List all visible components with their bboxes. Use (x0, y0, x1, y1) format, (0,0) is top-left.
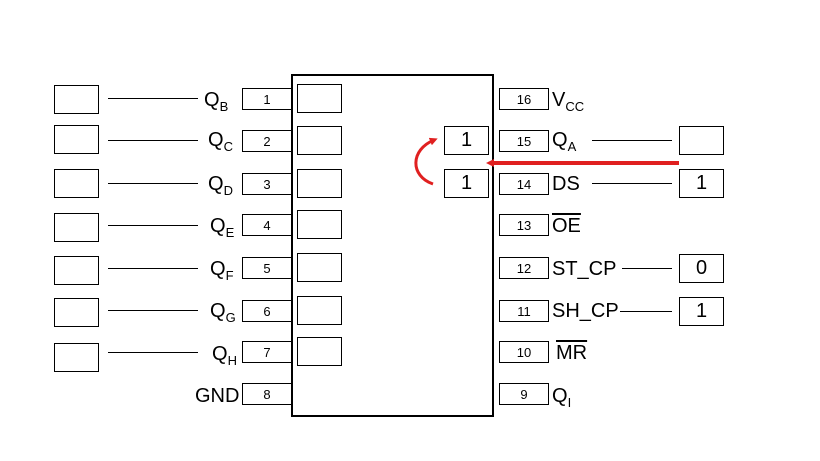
pin-label-gnd: GND (195, 385, 240, 407)
pin-label-vcc: VCC (552, 89, 585, 114)
pin-label-oe: OE (552, 215, 581, 237)
pin-number-10: 10 (499, 341, 549, 363)
pin-number-15: 15 (499, 130, 549, 152)
pin-label-qd: QD (208, 173, 233, 198)
pin-label-qb: QB (204, 89, 229, 114)
output-box-qa (679, 126, 724, 155)
ic-chip-body (291, 74, 494, 417)
pin-number-11: 11 (499, 300, 549, 322)
register-cell-ds: 1 (444, 169, 489, 198)
wire-st-cp (622, 268, 672, 269)
register-cell-qg (297, 296, 342, 325)
pin-number-7: 7 (242, 341, 292, 363)
pin-label-ds: DS (552, 173, 580, 195)
input-box-ds: 1 (679, 169, 724, 198)
wire-ds (592, 183, 672, 184)
pin-number-5: 5 (242, 257, 292, 279)
output-box-qd (54, 169, 99, 198)
wire-qg (108, 310, 198, 311)
register-cell-qe (297, 210, 342, 239)
pin-label-sh-cp: SH_CP (552, 300, 619, 322)
register-cell-qa: 1 (444, 126, 489, 155)
pin-number-6: 6 (242, 300, 292, 322)
pin-label-qg: QG (210, 300, 236, 325)
pin-label-qc: QC (208, 129, 233, 154)
output-box-qc (54, 125, 99, 154)
pin-number-4: 4 (242, 214, 292, 236)
output-box-qg (54, 298, 99, 327)
pin-number-3: 3 (242, 173, 292, 195)
output-box-qb (54, 85, 99, 114)
wire-qe (108, 225, 198, 226)
shift-arrow (414, 137, 438, 186)
pin-label-mr: MR (556, 342, 588, 364)
pin-number-2: 2 (242, 130, 292, 152)
pin-number-16: 16 (499, 88, 549, 110)
pin-label-qh: QH (212, 343, 237, 368)
wire-qf (108, 268, 198, 269)
register-cell-qh (297, 337, 342, 366)
pin-number-13: 13 (499, 214, 549, 236)
wire-sh-cp (620, 311, 672, 312)
pin-label-qf: QF (210, 258, 234, 283)
input-box-st-cp: 0 (679, 254, 724, 283)
register-cell-qd (297, 169, 342, 198)
pin-number-1: 1 (242, 88, 292, 110)
register-cell-qf (297, 253, 342, 282)
output-box-qh (54, 343, 99, 372)
wire-qh (108, 352, 198, 353)
pin-number-12: 12 (499, 257, 549, 279)
pin-number-8: 8 (242, 383, 292, 405)
pin-label-qa: QA (552, 129, 577, 154)
output-box-qe (54, 213, 99, 242)
pin-number-9: 9 (499, 383, 549, 405)
wire-qb (108, 98, 198, 99)
wire-qd (108, 183, 198, 184)
register-cell-qc (297, 126, 342, 155)
pin-number-14: 14 (499, 173, 549, 195)
wire-qc (108, 140, 198, 141)
pin-label-qi: QI (552, 385, 572, 410)
output-box-qf (54, 256, 99, 285)
wire-qa (592, 140, 672, 141)
input-box-sh-cp: 1 (679, 297, 724, 326)
register-cell-qb (297, 84, 342, 113)
pin-label-st-cp: ST_CP (552, 258, 617, 280)
pin-label-qe: QE (210, 215, 235, 240)
